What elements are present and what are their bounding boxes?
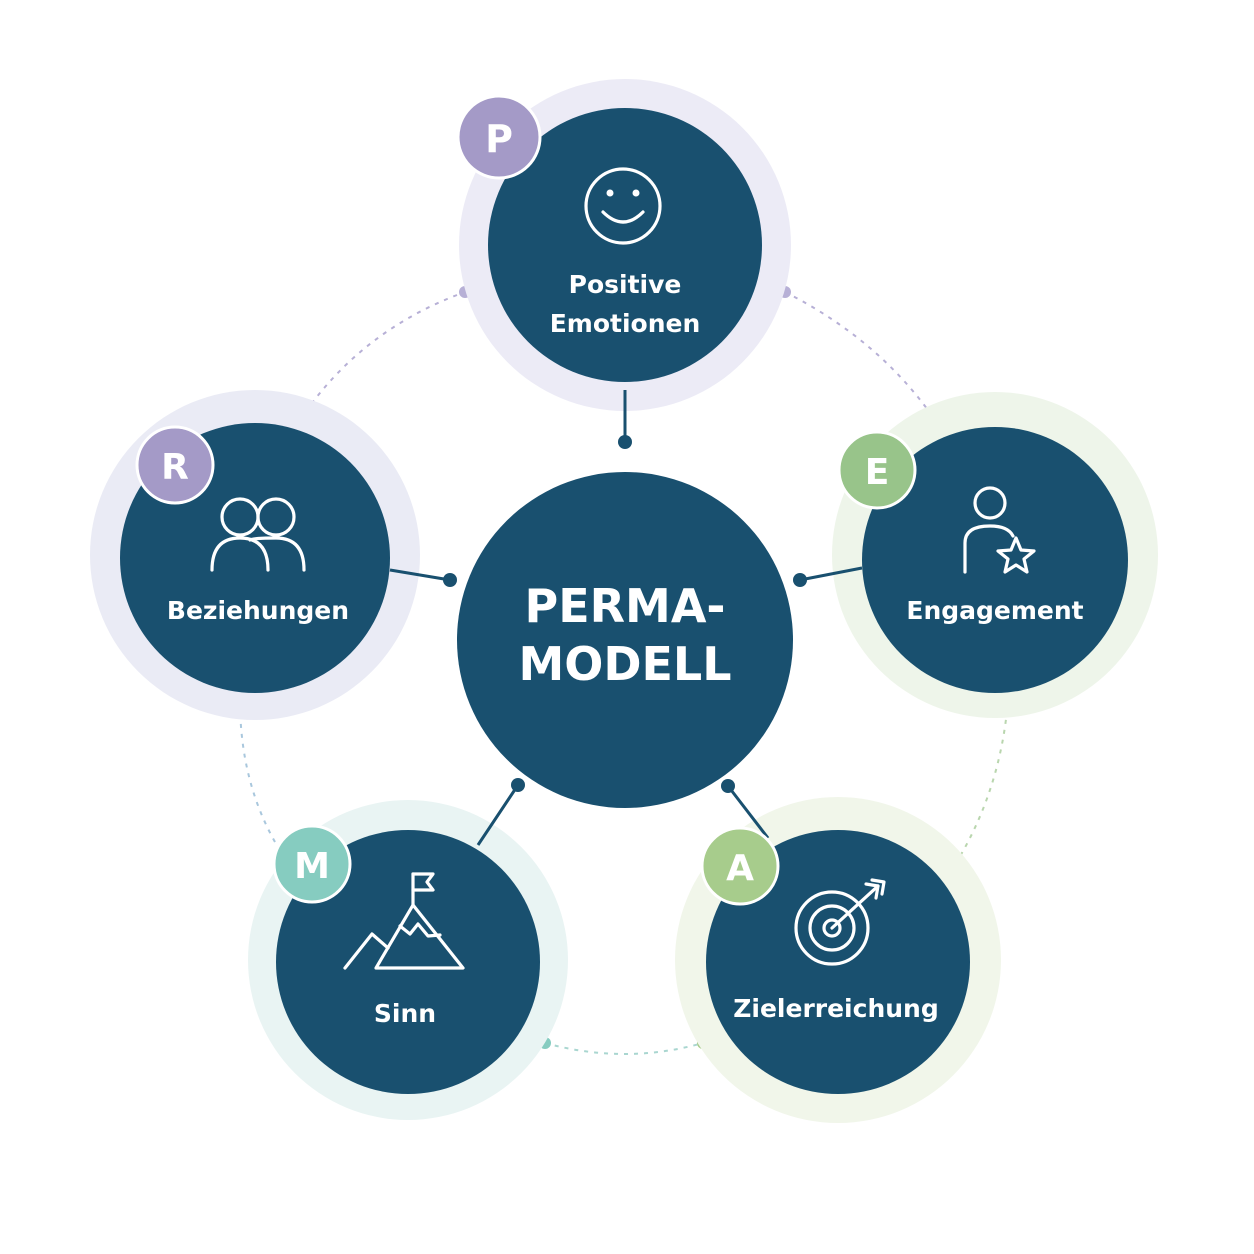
pillar-engagement: Engagement E — [837, 427, 1128, 693]
badge-letter: R — [161, 447, 189, 488]
two-people-icon — [210, 497, 306, 572]
person-star-icon — [963, 486, 1036, 574]
smiley-icon — [584, 167, 662, 245]
badge-a — [700, 826, 780, 906]
pillar-positive-emotionen: Positive Emotionen P — [456, 94, 762, 382]
pillar-label-line1: Positive — [569, 270, 682, 299]
badge-letter: E — [865, 452, 890, 493]
badge-p — [456, 94, 542, 180]
center-title-line2: MODELL — [518, 637, 731, 691]
center-circle — [457, 472, 793, 808]
badge-letter: A — [726, 848, 754, 889]
pillar-beziehungen: Beziehungen R — [120, 423, 390, 693]
connector-r — [389, 568, 451, 582]
badge-letter: M — [294, 846, 330, 887]
dotted-arc-m-r — [239, 699, 276, 843]
center-title-line1: PERMA- — [524, 579, 725, 633]
node-circle — [276, 830, 540, 1094]
node-circle — [862, 427, 1128, 693]
pillar-label-line2: Emotionen — [550, 309, 701, 338]
pillar-label: Beziehungen — [167, 596, 349, 625]
target-arrow-icon — [794, 878, 886, 966]
dotted-arc-r-p — [299, 291, 466, 421]
connector-m — [476, 784, 520, 846]
node-circle — [488, 108, 762, 382]
badge-r — [135, 425, 215, 505]
connector-e — [799, 566, 863, 582]
connector-a — [726, 785, 770, 839]
pillar-label: Zielerreichung — [733, 994, 938, 1023]
dotted-arc-p-e — [784, 291, 936, 421]
dotted-arc-a-m — [544, 1042, 704, 1055]
badge-m — [272, 824, 352, 904]
connectors — [389, 390, 863, 846]
connector-dot — [443, 573, 457, 587]
pillar-sinn: Sinn M — [272, 824, 540, 1094]
connector-dot — [721, 779, 735, 793]
mountain-flag-icon — [343, 872, 465, 970]
connector-dot — [793, 573, 807, 587]
center-node: PERMA- MODELL — [457, 472, 793, 808]
pillar-zielerreichung: Zielerreichung A — [700, 826, 970, 1094]
dotted-arc-e-a — [944, 699, 1009, 881]
pillar-label: Engagement — [906, 596, 1083, 625]
connector-dot — [511, 778, 525, 792]
badge-letter: P — [485, 117, 513, 161]
badge-e — [837, 430, 917, 510]
pillar-label: Sinn — [374, 999, 436, 1028]
connector-dot — [618, 435, 632, 449]
